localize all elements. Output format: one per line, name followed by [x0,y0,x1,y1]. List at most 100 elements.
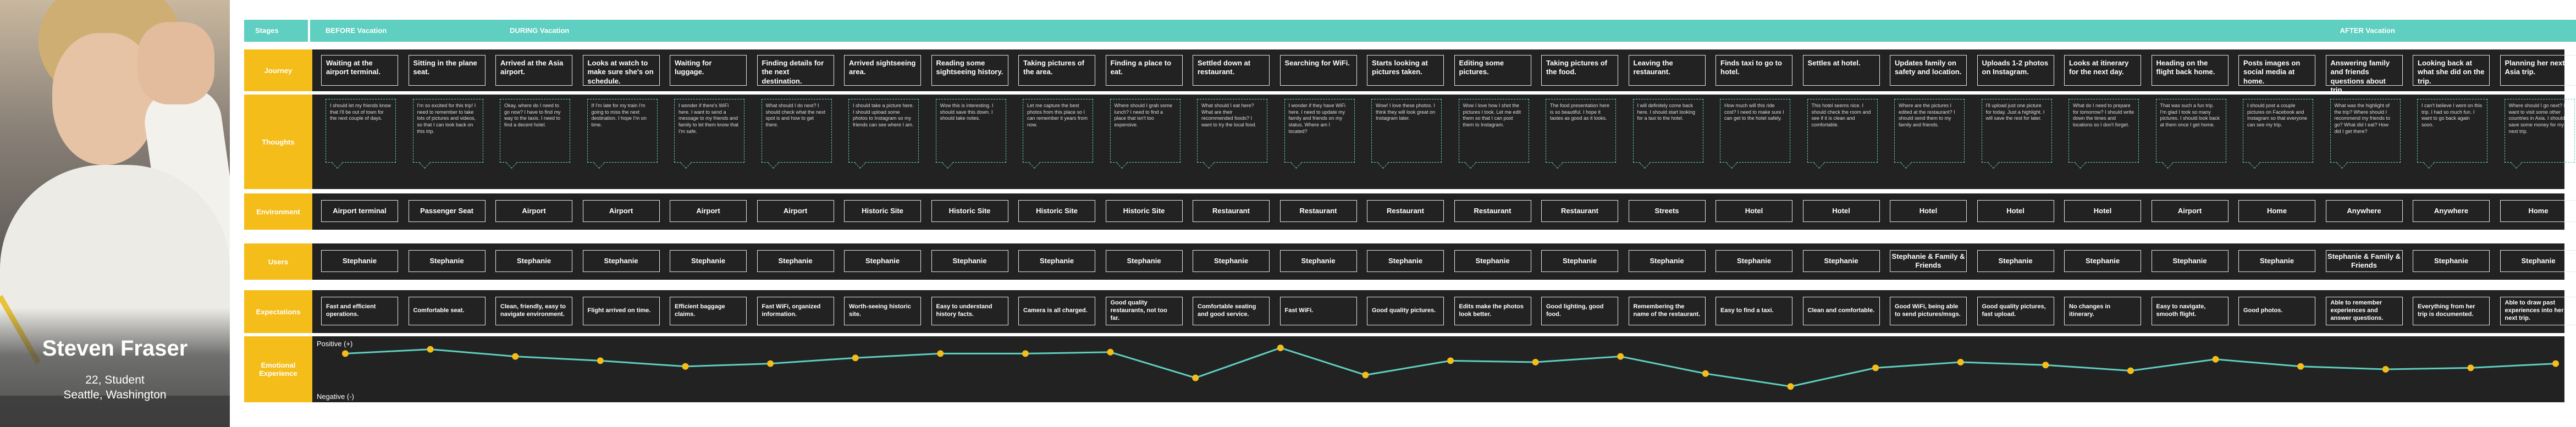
expectation-cell-12: Fast WiFi. [1279,297,1357,325]
thought-text: I'm so excited for this trip! I need to … [417,103,476,134]
environment-cell-15: Restaurant [1541,200,1618,222]
journey-step-8: Reading some sightseeing history. [931,55,1008,86]
user-cell-8: Stephanie [931,250,1008,272]
environment-cell-23: Home [2238,200,2315,222]
bubble-tail [681,158,691,169]
emotion-curve-chart [342,345,2559,390]
expectation-cell-24: Able to remember experiences and answer … [2325,297,2403,325]
user-cell-17: Stephanie [1716,250,1792,272]
expectation-cell-15: Good lighting, good food. [1541,297,1618,325]
emotion-point-12 [1277,345,1284,351]
expectation-cell-18: Clean and comfortable. [1802,297,1880,325]
persona-overlay [0,308,230,427]
expectation-cell-10: Good quality restaurants, not too far. [1105,297,1183,325]
user-cell-6: Stephanie [757,250,834,272]
thought-bubble-26: Where should I go next? I want to visit … [2504,99,2575,169]
environment-cell-3: Airport [495,200,572,222]
emotion-point-18 [1787,383,1794,390]
thought-bubble-14: Wow I love how I shot the pictures I too… [1458,99,1529,169]
journey-row-label: Journey [244,49,312,91]
thought-bubble-15: The food presentation here is so beautif… [1546,99,1616,169]
emotion-point-17 [1702,370,1709,377]
bubble-tail [2424,158,2434,169]
journey-step-16: Leaving the restaurant. [1628,55,1706,86]
environment-cell-24: Anywhere [2325,200,2403,222]
expectation-cell-25: Everything from her trip is documented. [2413,297,2490,325]
thought-text: Wow! I love these photos. I think they w… [1376,103,1436,121]
thought-bubble-8: Wow this is interesting. I should save t… [935,99,1006,169]
thought-text: Let me capture the best photos from this… [1027,103,1088,128]
users-row: Users Stephanie Stephanie Stephanie Stephan… [244,243,2576,280]
environment-cell-18: Hotel [1802,200,1880,222]
journey-step-7: Arrived sightseeing area. [844,55,921,86]
bubble-tail [419,158,430,169]
user-cell-22: Stephanie [2151,250,2229,272]
thought-text: That was such a fun trip. I'm glad I too… [2160,103,2220,128]
user-cell-12: Stephanie [1279,250,1357,272]
expectations-row: Expectations Fast and efficient operatio… [244,290,2576,333]
users-row-label: Users [244,243,312,280]
thought-bubble-24: What was the highlight of the trip? Wher… [2330,99,2401,169]
expectation-cell-26: Able to draw past experiences into her n… [2500,297,2576,325]
emotion-point-20 [1957,359,1964,365]
thoughts-row-label: Thoughts [244,95,312,189]
journey-step-13: Starts looking at pictures taken. [1367,55,1444,86]
environment-cell-2: Passenger Seat [408,200,486,222]
thought-text: I wonder if there's WiFi here. I want to… [679,103,739,134]
user-cell-13: Stephanie [1367,250,1444,272]
expectation-cell-3: Clean, friendly, easy to navigate enviro… [495,297,572,325]
emotion-point-13 [1362,371,1369,379]
journey-step-9: Taking pictures of the area. [1018,55,1095,86]
user-cell-2: Stephanie [408,250,486,272]
thought-bubble-13: Wow! I love these photos. I think they w… [1371,99,1442,169]
thought-bubble-22: That was such a fun trip. I'm glad I too… [2155,99,2226,169]
thought-bubble-19: Where are the pictures I edited at the r… [1894,99,1965,169]
environment-cell-12: Restaurant [1279,200,1357,222]
emotion-point-5 [682,363,689,370]
user-cell-9: Stephanie [1018,250,1095,272]
user-cell-5: Stephanie [670,250,747,272]
environment-row-label: Environment [244,193,312,230]
journey-step-1: Waiting at the airport terminal. [321,55,398,86]
thought-bubble-3: Okay, where do I need to go now? I have … [500,99,570,169]
stage-arrow-after: AFTER Vacation [2314,20,2576,42]
bubble-tail [1465,158,1476,169]
emotional-row: Emotional Experience Positive (+) Negati… [244,336,2564,402]
journey-step-22: Heading on the flight back home. [2151,55,2229,86]
user-cell-19: Stephanie & Family & Friends [1890,250,1967,272]
bubble-tail [1116,158,1127,169]
user-cell-14: Stephanie [1454,250,1531,272]
expectation-cell-9: Camera is all charged. [1018,297,1095,325]
user-cell-20: Stephanie [1977,250,2054,272]
bubble-tail [332,158,343,169]
emotion-line [345,347,2556,387]
thought-text: I should post a couple pictures on Faceb… [2247,103,2308,128]
emotion-point-22 [2127,367,2134,374]
thought-bubble-16: I will definitely come back here. I shou… [1632,99,1703,169]
emotion-point-24 [2297,363,2304,370]
user-cell-21: Stephanie [2064,250,2141,272]
environment-cell-17: Hotel [1716,200,1792,222]
user-cell-26: Stephanie [2500,250,2576,272]
environment-cell-7: Historic Site [844,200,921,222]
emotion-point-4 [597,357,604,364]
emotion-point-10 [1107,348,1114,356]
emotion-point-21 [2042,362,2049,369]
thought-text: What should I do next? I should check wh… [765,103,826,128]
thought-text: I should take a picture here. I should u… [853,103,914,128]
bubble-tail [1901,158,1911,169]
expectation-cell-1: Fast and efficient operations. [321,297,398,325]
thought-text: Wow this is interesting. I should save t… [940,103,994,121]
thought-bubble-10: Where should I grab some lunch? I need t… [1110,99,1181,169]
expectation-cell-2: Comfortable seat. [408,297,486,325]
emotion-point-19 [1872,364,1879,371]
user-cell-1: Stephanie [321,250,398,272]
bubble-tail [1204,158,1214,169]
thought-bubble-9: Let me capture the best photos from this… [1023,99,1093,169]
expectation-cell-19: Good WiFi, being able to send pictures/m… [1890,297,1967,325]
user-cell-3: Stephanie [495,250,572,272]
expectation-cell-5: Efficient baggage claims. [670,297,747,325]
user-cell-23: Stephanie [2238,250,2315,272]
persona-hand [137,22,214,104]
